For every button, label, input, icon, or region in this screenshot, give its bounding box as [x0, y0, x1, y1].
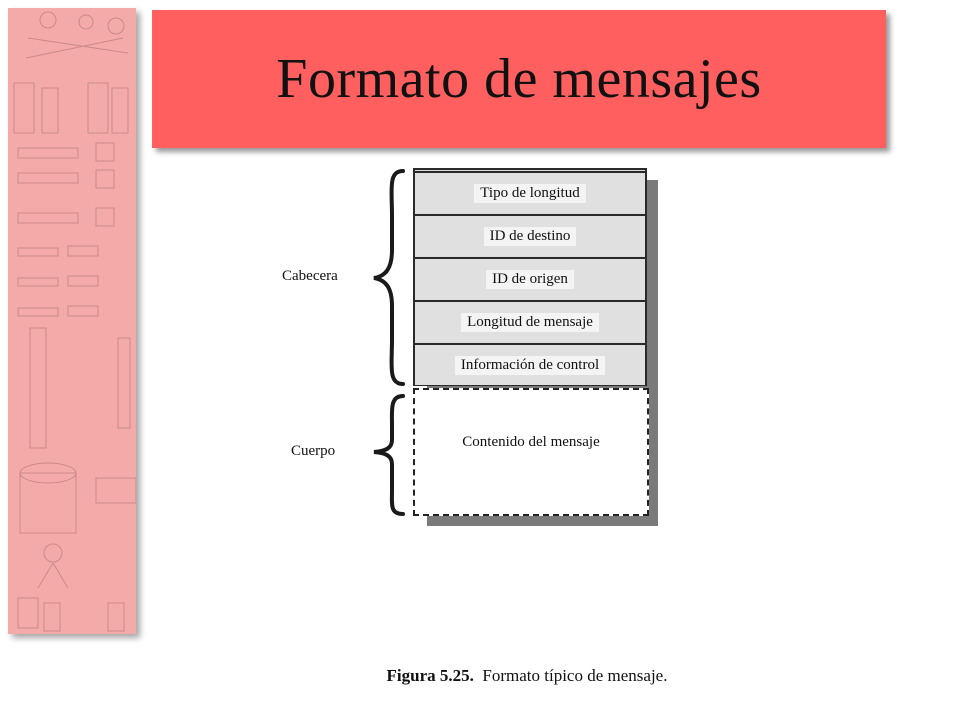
decorative-side-strip: [8, 8, 136, 634]
field-label: Longitud de mensaje: [461, 312, 599, 332]
field-label: Tipo de longitud: [474, 183, 586, 203]
slide-title: Formato de mensajes: [276, 48, 762, 110]
header-brace: [373, 169, 405, 386]
field-label: ID de origen: [486, 269, 574, 289]
caption-prefix: Figura 5.25.: [386, 666, 474, 685]
field-label: ID de destino: [483, 226, 577, 246]
header-field: Información de control: [415, 343, 645, 385]
header-side-label: Cabecera: [282, 268, 338, 284]
header-field: ID de origen: [415, 257, 645, 299]
header-field: Tipo de longitud: [415, 171, 645, 213]
figure-caption: Figura 5.25. Formato típico de mensaje.: [0, 666, 960, 686]
body-brace: [373, 394, 405, 516]
body-box: Contenido del mensaje: [413, 388, 649, 516]
body-side-label: Cuerpo: [291, 443, 336, 459]
field-label: Información de control: [454, 355, 606, 375]
header-field: ID de destino: [415, 214, 645, 256]
caption-text: Formato típico de mensaje.: [482, 666, 668, 685]
faded-figure-thumbnails: [13, 11, 136, 632]
header-field: Longitud de mensaje: [415, 300, 645, 342]
title-banner: Formato de mensajes: [152, 10, 886, 148]
body-content-label: Contenido del mensaje: [462, 434, 600, 450]
